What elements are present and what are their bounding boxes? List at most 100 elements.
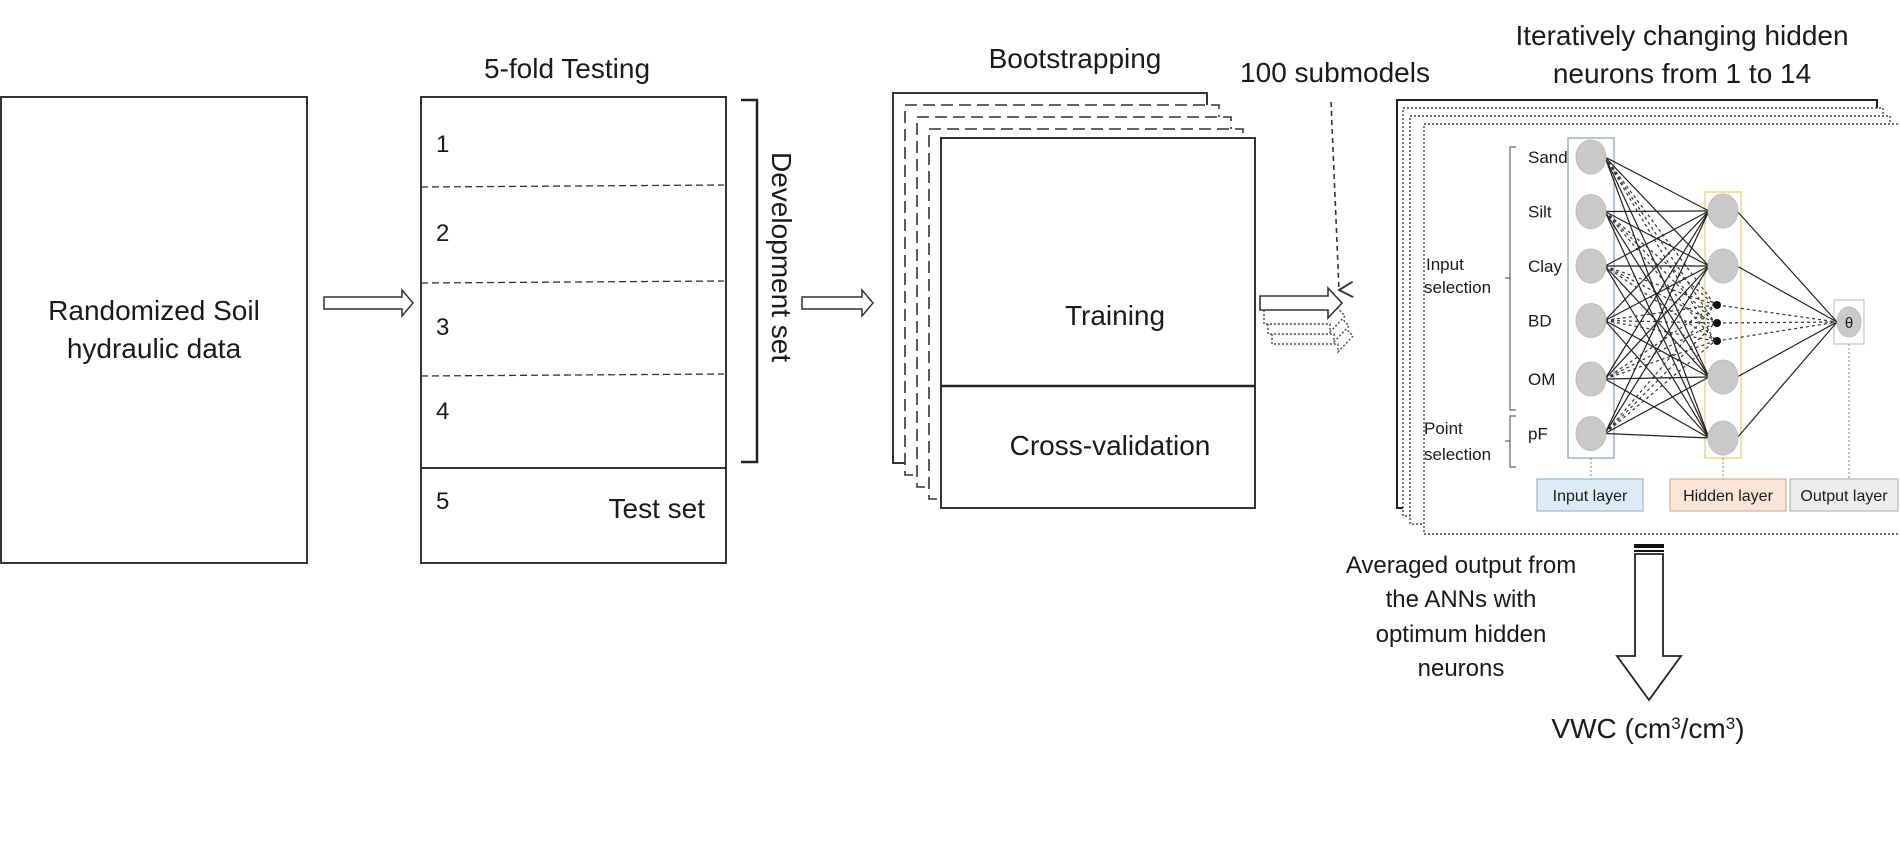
connection-dashed <box>1604 319 1716 324</box>
legend-output-layer: Output layer <box>1789 478 1899 512</box>
soil-data-label-2: hydraulic data <box>67 333 242 364</box>
bootstrapping-title: Bootstrapping <box>989 43 1162 74</box>
input-neuron <box>1575 416 1607 451</box>
layer-legend: Input layer Hidden layer Output layer <box>1536 478 1899 512</box>
connection-dashed <box>1604 322 1716 434</box>
connection <box>1604 210 1710 213</box>
input-neuron <box>1575 361 1607 397</box>
point-selection-label-1: Point <box>1424 419 1463 438</box>
ann-network: θ <box>1567 137 1865 484</box>
five-fold-title: 5-fold Testing <box>484 53 650 84</box>
connection <box>1736 321 1838 378</box>
soil-data-block: Randomized Soil hydraulic data <box>0 96 308 564</box>
input-variable-pf: pF <box>1528 425 1548 444</box>
svg-text:Output layer: Output layer <box>1800 488 1888 505</box>
hidden-neuron <box>1707 420 1739 456</box>
input-variable-sand: Sand <box>1528 148 1568 167</box>
input-variable-clay: Clay <box>1528 257 1563 276</box>
connection <box>1604 210 1710 321</box>
connection <box>1604 320 1710 439</box>
connection <box>1604 265 1710 439</box>
svg-text:Hidden layer: Hidden layer <box>1683 488 1774 505</box>
submodels-pointer <box>1330 101 1339 290</box>
bootstrapping-block: Bootstrapping Training Cross-validation <box>892 43 1256 509</box>
fold-4-label: 4 <box>436 398 449 425</box>
output-symbol: θ <box>1845 315 1853 332</box>
ann-stack <box>1396 99 1900 535</box>
svg-text:Input layer: Input layer <box>1553 488 1628 505</box>
ellipsis-dot <box>1713 319 1721 327</box>
connection <box>1604 265 1710 434</box>
ann-title-2: neurons from 1 to 14 <box>1553 58 1811 89</box>
point-selection-brace <box>1505 415 1516 468</box>
connection-dashed <box>1604 304 1716 434</box>
input-variable-om: OM <box>1528 370 1555 389</box>
connection <box>1736 321 1838 439</box>
connection <box>1736 265 1838 323</box>
connection-dashed <box>1604 265 1716 306</box>
connection-dashed <box>1604 211 1716 306</box>
connection-dashed <box>1604 322 1716 380</box>
legend-input-layer: Input layer <box>1536 478 1644 512</box>
connection <box>1604 156 1710 439</box>
input-variable-bd: BD <box>1528 312 1552 331</box>
ann-title-1: Iteratively changing hidden <box>1515 20 1848 51</box>
fold-2-label: 2 <box>436 220 449 247</box>
output-caption-3: optimum hidden <box>1376 621 1547 648</box>
ellipsis-dot <box>1713 301 1721 309</box>
output-caption-4: neurons <box>1418 655 1505 682</box>
arrow-right-icon <box>323 287 414 319</box>
development-bracket <box>741 98 759 464</box>
ellipsis-dot <box>1713 337 1721 345</box>
five-fold-block: 5-fold Testing 1 2 3 4 5 Test set <box>420 53 727 564</box>
connection <box>1604 378 1710 439</box>
hidden-neuron <box>1707 359 1739 395</box>
output-caption-1: Averaged output from <box>1346 552 1576 579</box>
connection-dashed <box>1716 321 1838 324</box>
connection-dashed <box>1604 211 1716 324</box>
connection <box>1604 210 1710 267</box>
connection-dashed <box>1604 304 1716 380</box>
fold-5-label: 5 <box>436 488 449 515</box>
connection <box>1604 210 1710 380</box>
arrow-right-icon <box>801 287 874 319</box>
connection <box>1604 156 1710 212</box>
input-variable-silt: Silt <box>1528 203 1552 222</box>
down-arrow-icon <box>1615 544 1683 702</box>
training-label: Training <box>1065 300 1165 331</box>
connection-dashed <box>1604 156 1716 306</box>
input-selection-label-2: selection <box>1424 278 1491 297</box>
input-selection-label-1: Input <box>1426 255 1464 274</box>
connection-dashed <box>1604 265 1716 342</box>
fold-3-label: 3 <box>436 314 449 341</box>
connection <box>1604 376 1710 435</box>
connection-dashed <box>1604 265 1716 324</box>
stacked-arrows-icon <box>1259 285 1354 354</box>
connection-dashed <box>1604 304 1716 322</box>
cross-validation-label: Cross-validation <box>1010 430 1211 461</box>
output-caption-2: the ANNs with <box>1386 586 1537 613</box>
connection <box>1604 211 1710 439</box>
point-selection-label-2: selection <box>1424 445 1491 464</box>
input-selection-brace <box>1505 146 1516 411</box>
input-neuron <box>1575 248 1607 284</box>
connection-dashed <box>1716 304 1838 323</box>
hidden-neuron <box>1707 248 1739 284</box>
connection <box>1736 210 1838 323</box>
test-set-label: Test set <box>609 493 706 524</box>
input-neuron <box>1575 303 1607 338</box>
connection <box>1604 156 1710 378</box>
connection-dashed <box>1716 321 1838 342</box>
connection-dashed <box>1604 211 1716 342</box>
fold-1-label: 1 <box>436 131 449 158</box>
input-neuron <box>1575 139 1607 175</box>
legend-hidden-layer: Hidden layer <box>1669 478 1787 512</box>
connection <box>1604 265 1710 322</box>
output-neuron <box>1836 306 1862 338</box>
development-set-label: Development set <box>766 152 797 362</box>
vwc-result-label: VWC (cm3/cm3) <box>1551 713 1744 744</box>
submodels-label: 100 submodels <box>1240 57 1430 88</box>
connection-dashed <box>1604 319 1716 342</box>
